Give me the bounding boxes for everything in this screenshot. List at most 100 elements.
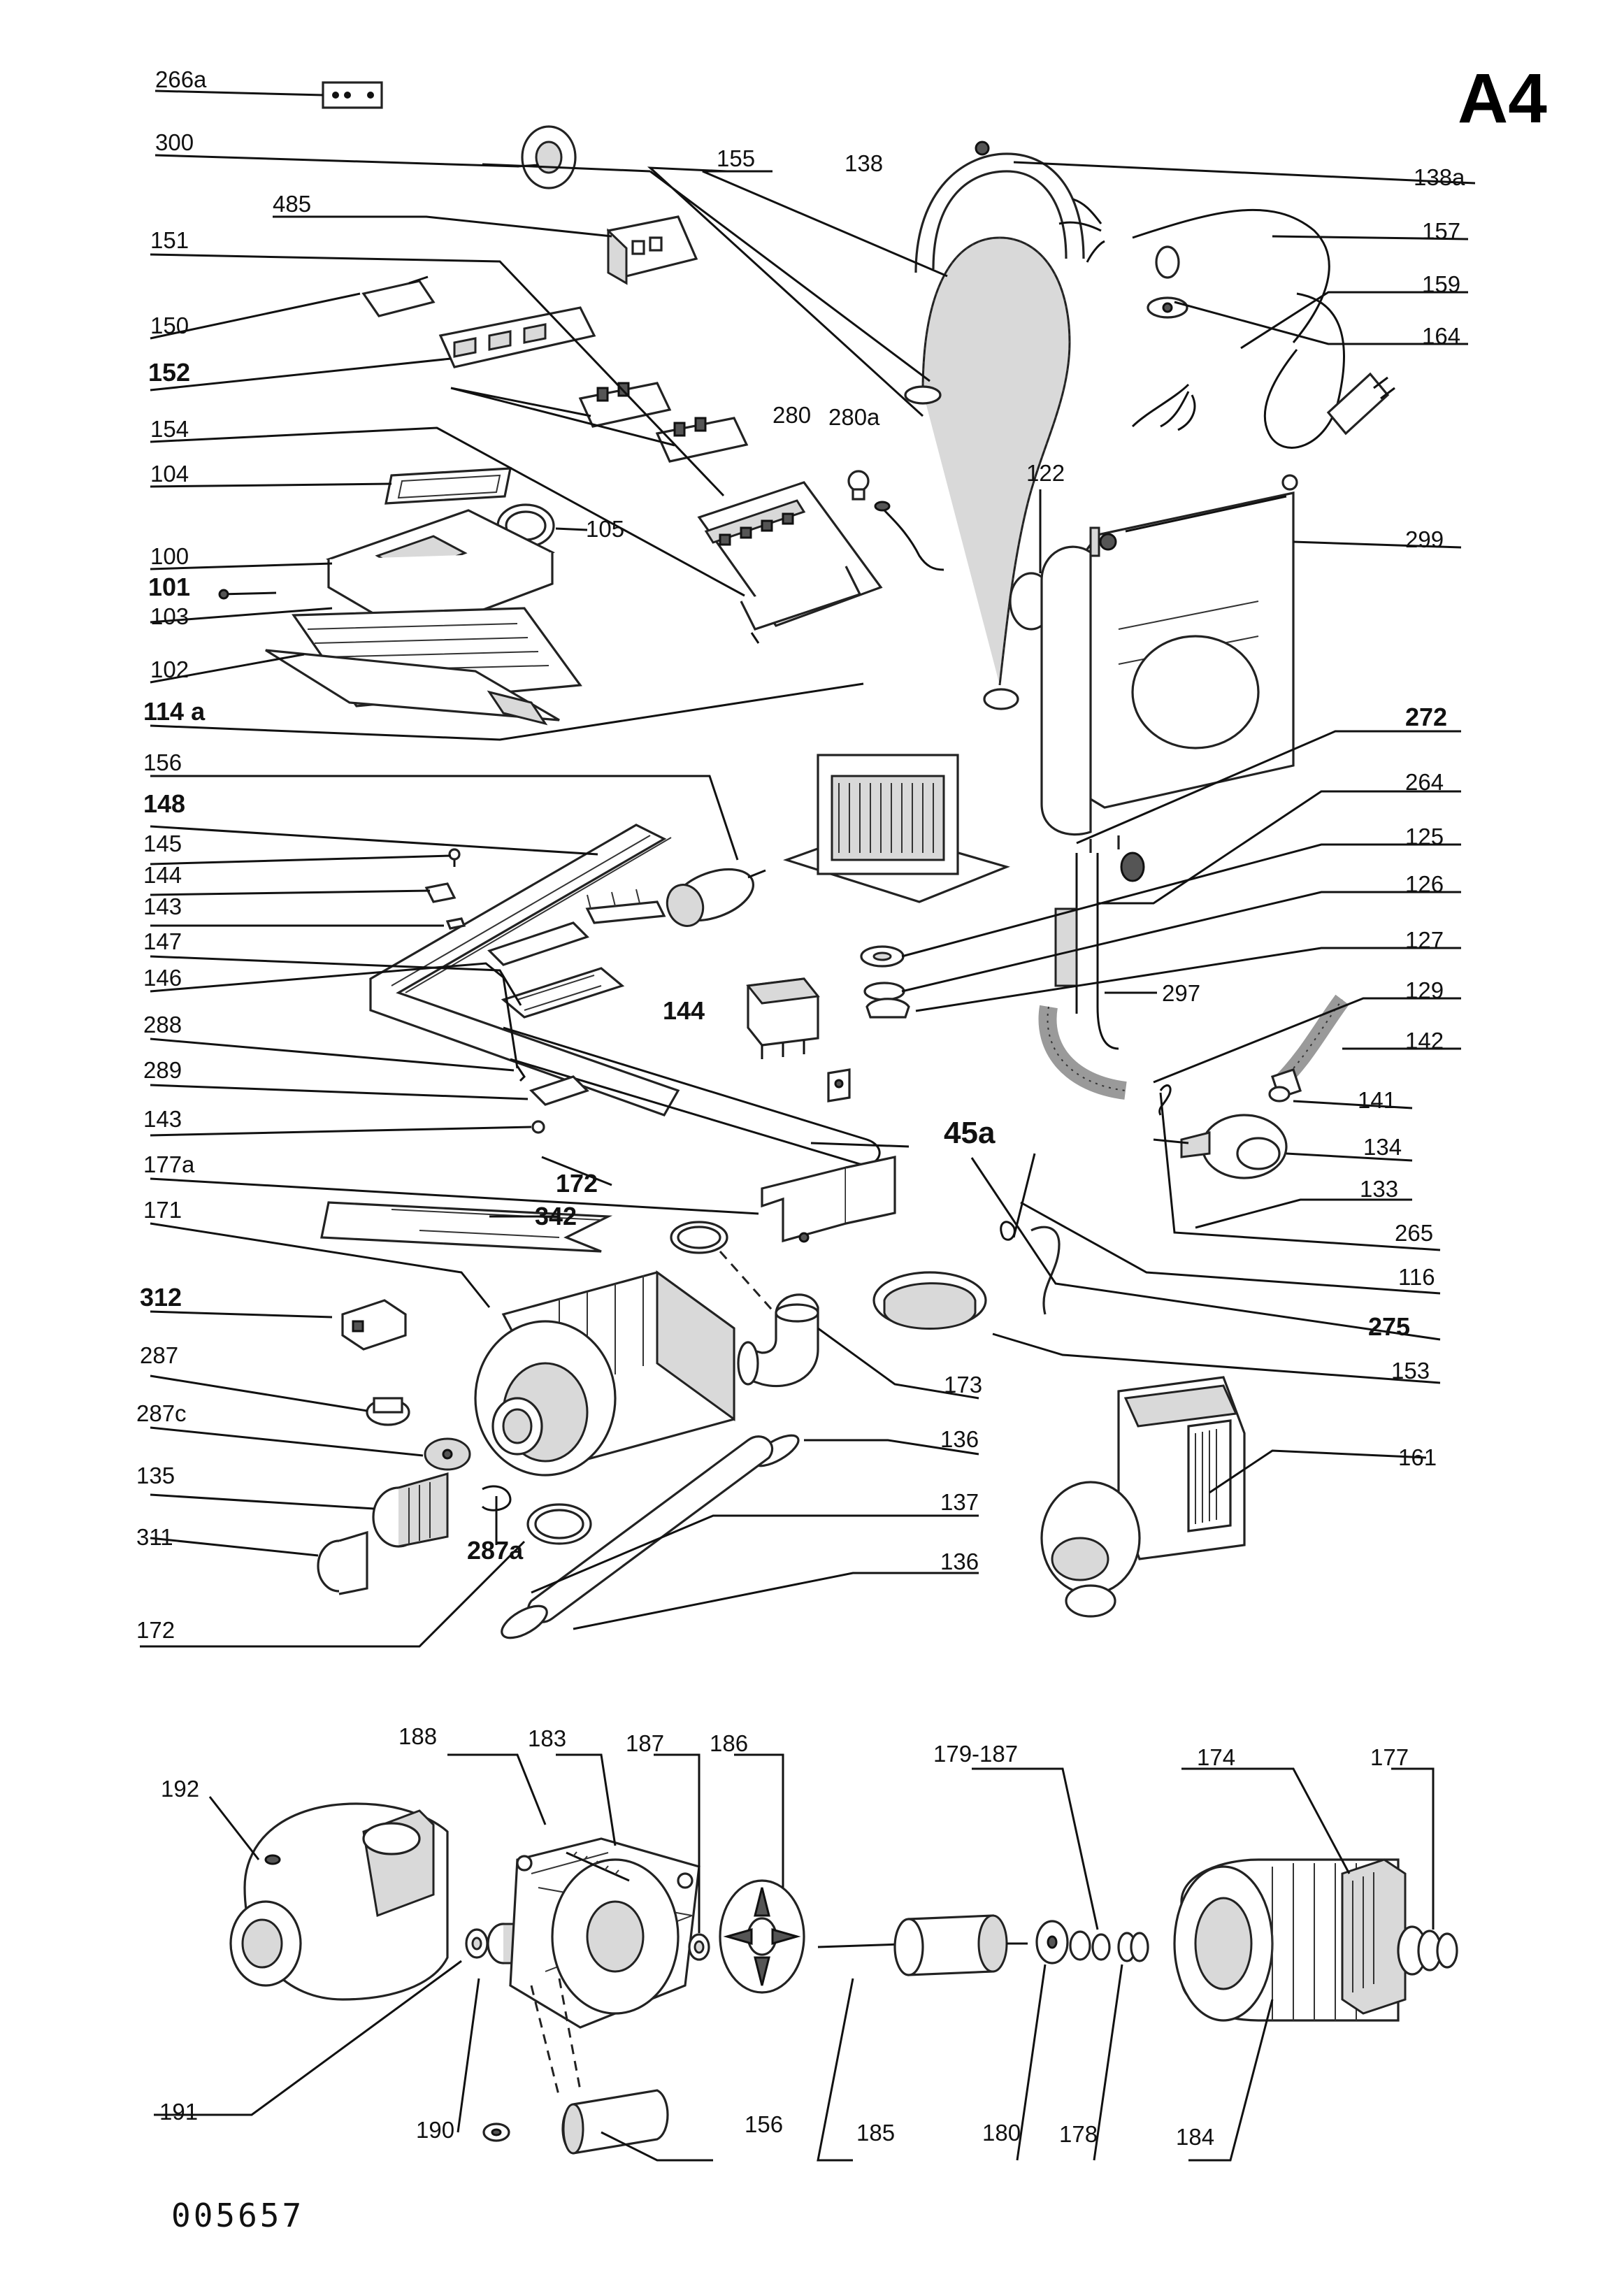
label-154: 154 (150, 416, 189, 442)
label-150: 150 (150, 313, 189, 338)
part-280-grommet (847, 470, 870, 501)
part-177a-pump-bracket (761, 1156, 896, 1243)
label-266a: 266a (155, 66, 207, 92)
label-125: 125 (1405, 824, 1444, 849)
label-129: 129 (1405, 977, 1444, 1003)
label-192: 192 (161, 1776, 199, 1802)
part-275-drain-tube (1030, 1226, 1061, 1315)
part-126-washer (863, 982, 905, 1001)
label-148: 148 (143, 789, 185, 818)
label-159: 159 (1422, 271, 1460, 297)
label-299: 299 (1405, 526, 1444, 552)
label-137: 137 (940, 1489, 979, 1515)
part-147-thermostat-plate (501, 967, 625, 1019)
label-135: 135 (136, 1463, 175, 1488)
label-45a: 45a (944, 1116, 996, 1150)
label-191: 191 (159, 2099, 198, 2125)
part-312-suppressor (341, 1299, 407, 1351)
label-143-bottom: 143 (143, 1106, 182, 1132)
label-287a: 287a (467, 1536, 524, 1565)
label-114a: 114 a (143, 697, 206, 726)
label-157: 157 (1422, 218, 1460, 244)
label-156-top: 156 (143, 749, 182, 775)
label-188: 188 (398, 1723, 437, 1749)
label-105: 105 (586, 516, 624, 542)
part-186-fan-impeller (719, 1879, 805, 1994)
label-178: 178 (1059, 2121, 1098, 2147)
label-102: 102 (150, 656, 189, 682)
part-192-pump-housing (229, 1802, 449, 2001)
label-185: 185 (856, 2120, 895, 2146)
label-172-top: 172 (556, 1169, 598, 1198)
label-312: 312 (140, 1283, 182, 1312)
part-143-clip (445, 917, 466, 930)
part-161-alternative-pump (1040, 1376, 1246, 1618)
part-152-switch-pair (578, 382, 749, 463)
part-101-screw (218, 589, 277, 600)
label-171: 171 (143, 1197, 182, 1223)
part-155-drain-hose (904, 236, 1071, 710)
part-157-power-cable (1058, 198, 1330, 431)
part-153-pump-filter-cover (872, 1271, 987, 1330)
part-45a-relay (746, 977, 820, 1059)
label-184: 184 (1176, 2124, 1214, 2150)
part-45a-clip (827, 1068, 851, 1103)
part-299-tub-heater-housing (1040, 474, 1298, 836)
label-177: 177 (1370, 1744, 1409, 1770)
label-161: 161 (1398, 1444, 1437, 1470)
part-265-spring-clip (1158, 1084, 1172, 1116)
part-144-bracket (424, 882, 666, 924)
part-171-drain-pump-motor (474, 1270, 735, 1477)
label-152: 152 (148, 358, 190, 387)
part-288-spring-clip (516, 1065, 526, 1082)
label-100: 100 (150, 543, 189, 569)
label-103: 103 (150, 603, 189, 629)
label-280a: 280a (828, 404, 880, 430)
label-186: 186 (710, 1730, 748, 1756)
label-342: 342 (535, 1202, 577, 1230)
part-485-switch-block (606, 215, 698, 285)
part-342-mounting-plate (320, 1201, 613, 1253)
part-289-bracket (529, 1075, 589, 1106)
part-154-programme-timer (697, 481, 883, 644)
part-136-hose-clamp-b (501, 1604, 548, 1639)
part-266a-terminal-strip (322, 81, 383, 109)
part-272-transformer (783, 754, 1010, 903)
part-300-timer-motor (517, 125, 577, 189)
label-173: 173 (944, 1372, 982, 1398)
label-156-bottom: 156 (745, 2111, 783, 2137)
label-138a: 138a (1414, 164, 1465, 190)
label-126: 126 (1405, 871, 1444, 897)
label-272: 272 (1405, 703, 1447, 731)
part-287c-sensor (424, 1437, 471, 1471)
label-264: 264 (1405, 769, 1444, 795)
label-187: 187 (626, 1730, 664, 1756)
leader-lines (140, 89, 1476, 2162)
label-142: 142 (1405, 1028, 1444, 1054)
part-138a-hose-hook (914, 141, 1085, 273)
label-143-top: 143 (143, 893, 182, 919)
label-287: 287 (140, 1342, 178, 1368)
label-127: 127 (1405, 927, 1444, 953)
label-116: 116 (1398, 1264, 1435, 1290)
part-150-micro-switch (361, 275, 436, 317)
label-151: 151 (150, 227, 189, 253)
label-153: 153 (1391, 1358, 1430, 1384)
document-number: 005657 (171, 2197, 304, 2234)
label-146: 146 (143, 965, 182, 991)
part-100-control-panel-assembly (265, 509, 582, 726)
part-185-rotor (817, 1914, 1028, 1976)
part-280a-sensor-wire (874, 501, 944, 571)
label-136-bottom: 136 (940, 1549, 979, 1574)
page-code: A4 (1458, 59, 1547, 138)
label-297: 297 (1162, 980, 1200, 1006)
label-311: 311 (136, 1524, 173, 1550)
part-145-screw (448, 848, 461, 867)
label-275: 275 (1368, 1312, 1410, 1341)
part-174-brush-holder (1341, 1858, 1407, 2015)
part-187-bearing (688, 1933, 710, 1961)
label-141: 141 (1358, 1087, 1396, 1113)
label-180: 180 (982, 2120, 1021, 2146)
part-116-hose-clip-small (1000, 1221, 1016, 1241)
